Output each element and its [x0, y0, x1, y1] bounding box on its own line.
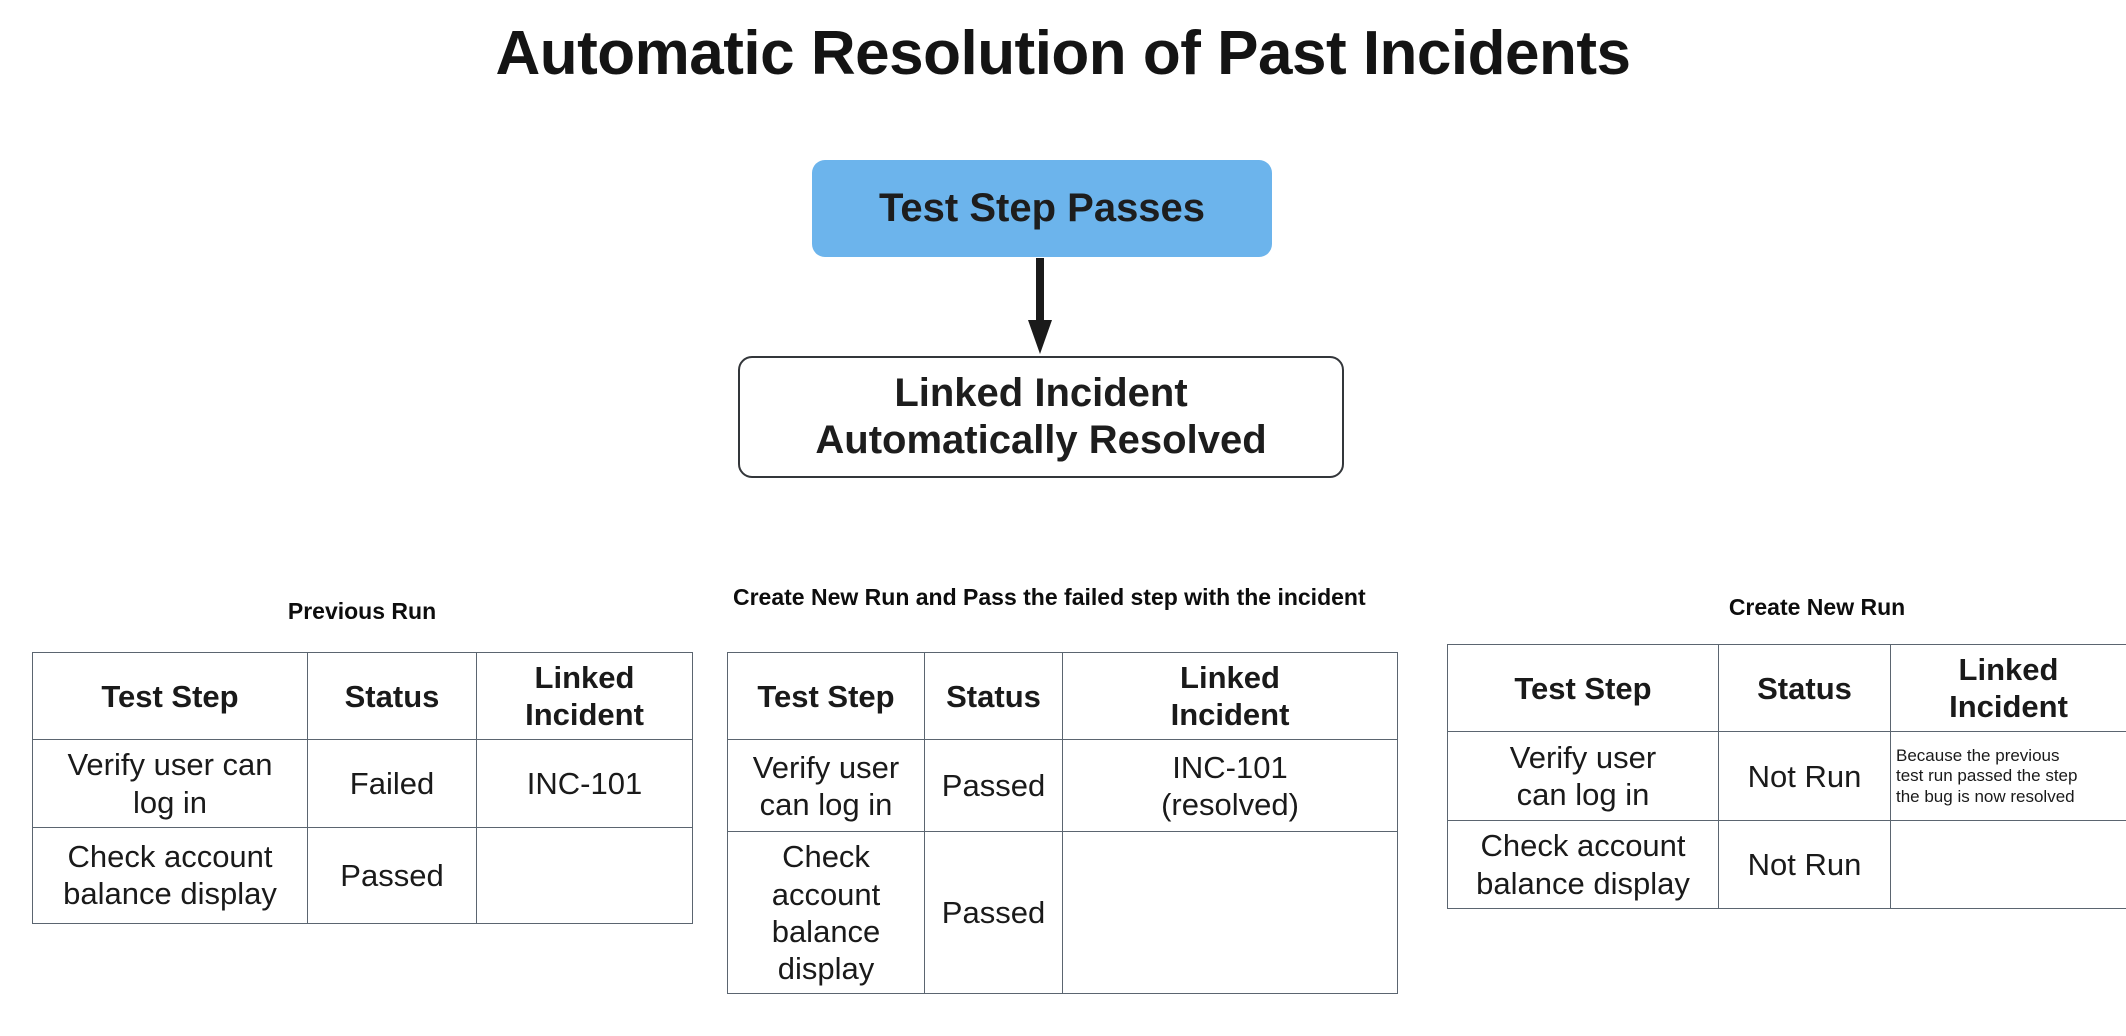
status-badge-passed: Passed	[307, 826, 477, 924]
table-row[interactable]: Check account balance display Not Run	[1447, 820, 2126, 909]
page-title: Automatic Resolution of Past Incidents	[495, 19, 1632, 88]
column-header-status: Status	[307, 651, 477, 741]
column-header-test-step: Test Step	[727, 651, 925, 741]
table-previous-run: Test Step Status Linked Incident Verify …	[32, 651, 693, 924]
cell-linked-incident-line1: INC-101	[1172, 749, 1288, 785]
cell-test-step-line1: Verify user can	[67, 747, 273, 783]
cell-resolution-note: Because the previous test run passed the…	[1890, 731, 2126, 822]
cell-test-step-line1: Check account	[771, 839, 881, 912]
table-caption-create-new-run: Create New Run	[1728, 594, 1906, 620]
cell-test-step-line2: balance display	[1476, 865, 1690, 901]
column-header-test-step: Test Step	[1447, 643, 1719, 733]
status-badge-passed: Passed	[924, 831, 1063, 995]
cell-resolution-note-line1: Because the previous	[1896, 745, 2060, 765]
flow-node-label-line1: Linked Incident	[894, 370, 1188, 415]
flow-node-linked-incident-resolved[interactable]: Linked Incident Automatically Resolved	[738, 356, 1344, 478]
table-row[interactable]: Check account balance display Passed	[727, 831, 1398, 995]
status-badge-passed: Passed	[924, 739, 1063, 833]
cell-linked-incident: INC-101	[476, 739, 693, 828]
column-header-linked-incident-line2: Incident	[1949, 689, 2068, 725]
cell-test-step-line1: Check account	[1480, 828, 1686, 864]
table-header-row: Test Step Status Linked Incident	[1447, 643, 2126, 733]
cell-test-step: Check account balance display	[727, 831, 925, 995]
column-header-linked-incident-line1: Linked	[534, 660, 635, 695]
table-row[interactable]: Verify user can log in Failed INC-101	[32, 739, 693, 828]
table-create-new-run-and-pass: Test Step Status Linked Incident Verify …	[727, 651, 1398, 995]
cell-test-step-line2: log in	[132, 784, 208, 820]
table-caption-previous-run: Previous Run	[287, 598, 437, 624]
cell-test-step: Verify user can log in	[1447, 731, 1719, 822]
column-header-test-step: Test Step	[32, 651, 308, 741]
cell-test-step-line2: balance display	[63, 876, 277, 912]
column-header-linked-incident: Linked Incident	[1890, 643, 2126, 733]
table-row[interactable]: Check account balance display Passed	[32, 826, 693, 924]
column-header-linked-incident-line2: Incident	[525, 697, 644, 733]
cell-test-step: Check account balance display	[1447, 820, 1719, 909]
status-badge-not-run: Not Run	[1718, 820, 1891, 909]
cell-test-step: Check account balance display	[32, 826, 308, 924]
column-header-linked-incident-line1: Linked	[1958, 652, 2059, 687]
cell-resolution-note	[1890, 820, 2126, 909]
cell-linked-incident	[476, 826, 693, 924]
column-header-linked-incident-line1: Linked	[1180, 660, 1280, 695]
cell-linked-incident-line2: (resolved)	[1161, 786, 1299, 822]
cell-resolution-note-line3: the bug is now resolved	[1896, 786, 2075, 806]
cell-test-step: Verify user can log in	[727, 739, 925, 833]
flow-node-label-line2: Automatically Resolved	[815, 418, 1267, 462]
column-header-linked-incident: Linked Incident	[1062, 651, 1398, 741]
table-row[interactable]: Verify user can log in Not Run Because t…	[1447, 731, 2126, 822]
cell-test-step-line1: Check account	[67, 839, 273, 875]
table-header-row: Test Step Status Linked Incident	[32, 651, 693, 741]
cell-test-step-line2: can log in	[1516, 777, 1650, 813]
cell-test-step-line2: can log in	[759, 786, 893, 822]
table-row[interactable]: Verify user can log in Passed INC-101 (r…	[727, 739, 1398, 833]
status-badge-failed: Failed	[307, 739, 477, 828]
cell-resolution-note-line2: test run passed the step	[1896, 766, 2078, 786]
column-header-linked-incident-line2: Incident	[1170, 697, 1290, 733]
cell-test-step-line1: Verify user	[752, 749, 900, 785]
cell-test-step-line1: Verify user	[1509, 740, 1657, 776]
column-header-linked-incident: Linked Incident	[476, 651, 693, 741]
cell-test-step: Verify user can log in	[32, 739, 308, 828]
flow-node-test-step-passes[interactable]: Test Step Passes	[812, 160, 1272, 257]
table-header-row: Test Step Status Linked Incident	[727, 651, 1398, 741]
cell-linked-incident: INC-101 (resolved)	[1062, 739, 1398, 833]
flow-node-label: Test Step Passes	[878, 185, 1206, 230]
column-header-status: Status	[1718, 643, 1891, 733]
flow-arrow-down-icon	[1028, 258, 1052, 354]
table-create-new-run: Test Step Status Linked Incident Verify …	[1447, 643, 2126, 909]
cell-test-step-line2: balance display	[771, 913, 881, 986]
table-caption-create-new-run-and-pass: Create New Run and Pass the failed step …	[733, 584, 1366, 610]
status-badge-not-run: Not Run	[1718, 731, 1891, 822]
cell-linked-incident	[1062, 831, 1398, 995]
column-header-status: Status	[924, 651, 1063, 741]
